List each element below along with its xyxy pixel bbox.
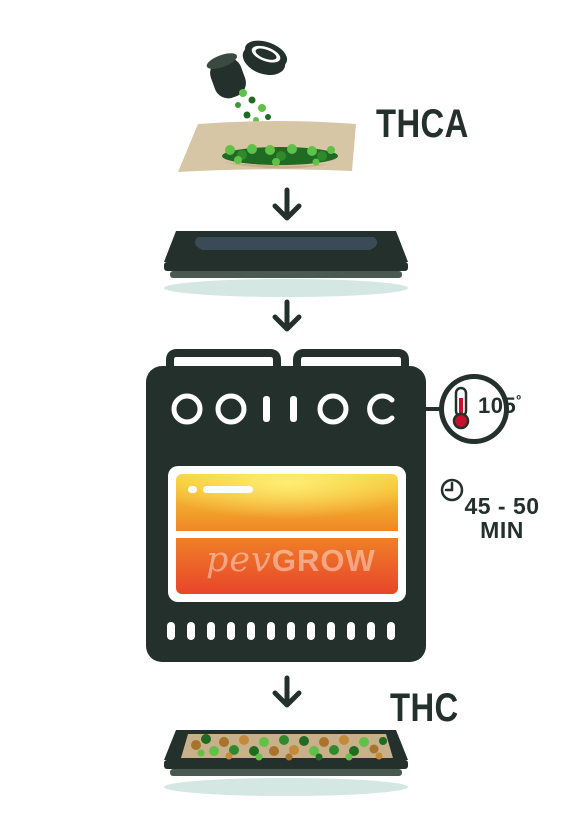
down-arrow-icon (272, 675, 302, 708)
thca-label: THCA (376, 102, 469, 146)
time-unit: MIN (480, 517, 524, 544)
temperature-number: 105 (478, 393, 517, 418)
down-arrow-icon (272, 299, 302, 332)
oven-window (168, 466, 406, 602)
oven-knob[interactable] (215, 393, 247, 425)
thc-label: THC (390, 686, 459, 730)
oven-switch[interactable] (263, 396, 270, 422)
brand-watermark: pevGROW (206, 540, 376, 584)
oven-vents (167, 622, 395, 640)
oven-knobs (171, 393, 395, 425)
oven-switch[interactable] (290, 396, 297, 422)
down-arrow-icon (272, 187, 302, 221)
empty-baking-tray-icon (164, 231, 408, 297)
oven-knob[interactable] (367, 393, 395, 425)
brand-part-a: pev (206, 540, 272, 580)
thermometer-icon (452, 386, 470, 430)
oven-knob[interactable] (171, 393, 203, 425)
decarbed-herb-icon (191, 734, 387, 761)
temperature-value: 105º (478, 392, 522, 418)
time-value: 45 - 50 (464, 493, 540, 519)
oven-knob[interactable] (317, 393, 349, 425)
grinder-icon (206, 40, 288, 99)
ground-herb-icon (222, 144, 338, 166)
temperature-unit: º (516, 392, 522, 407)
brand-part-b: GROW (271, 543, 376, 578)
clock-icon (440, 478, 464, 502)
